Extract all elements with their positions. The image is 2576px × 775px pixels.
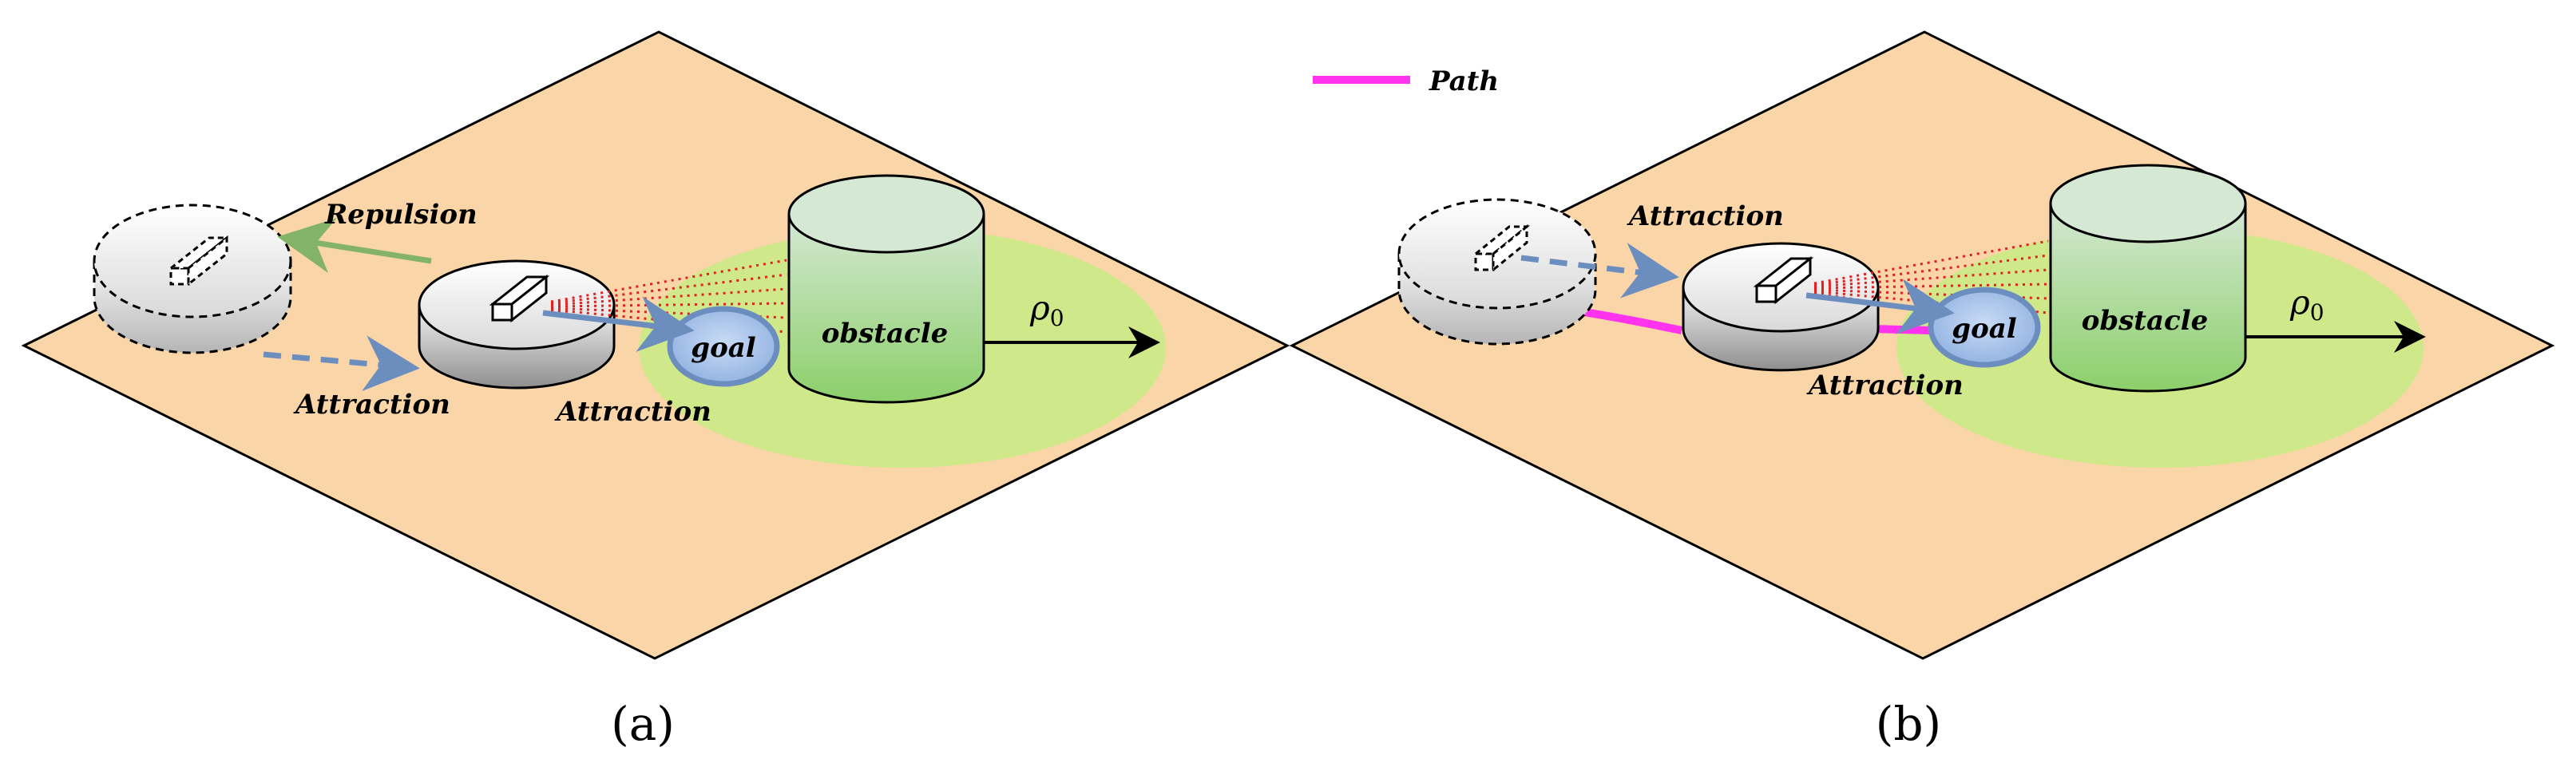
ghost-sensor-icon xyxy=(1472,223,1531,273)
legend-path-label: Path xyxy=(1429,65,1499,97)
robot-sensor-icon xyxy=(489,274,550,323)
panel-b: Attraction goal Attr xyxy=(1289,30,2555,751)
legend: Path xyxy=(1313,65,1499,97)
panel-a: Repulsion Attraction goal xyxy=(21,30,1290,751)
goal-label: goal xyxy=(1952,313,2016,345)
obstacle-label: obstacle xyxy=(2082,305,2209,337)
sensor-rays xyxy=(550,259,787,340)
goal: goal xyxy=(667,306,780,387)
attraction-label-left: Attraction xyxy=(293,389,450,421)
obstacle-label: obstacle xyxy=(822,318,949,350)
obstacle: obstacle xyxy=(787,174,985,404)
robot xyxy=(1682,242,1880,372)
attraction-arrow xyxy=(542,296,695,352)
repulsion-arrow xyxy=(277,217,432,274)
attraction-label-top: Attraction xyxy=(1627,200,1784,232)
ghost-sensor-icon xyxy=(167,235,231,287)
robot xyxy=(418,259,616,389)
robot-sensor-icon xyxy=(1753,255,1814,305)
goal-label: goal xyxy=(691,332,755,364)
ghost-robot xyxy=(1397,198,1597,346)
attraction-label-bottom: Attraction xyxy=(554,396,711,428)
caption-b: (b) xyxy=(1876,697,1941,751)
goal: goal xyxy=(1928,287,2041,368)
attraction-label-bottom: Attraction xyxy=(1806,370,1964,401)
attraction-arrow xyxy=(1805,279,1955,334)
repulsion-label: Repulsion xyxy=(324,199,478,231)
obstacle: obstacle xyxy=(2049,164,2247,393)
caption-a: (a) xyxy=(611,697,675,751)
attraction-arrow-dashed xyxy=(263,335,420,392)
rho-label: ρ0 xyxy=(2289,283,2324,326)
rho-label: ρ0 xyxy=(1029,288,1064,331)
attraction-arrow-dashed xyxy=(1520,243,1679,299)
ghost-robot xyxy=(93,204,292,354)
